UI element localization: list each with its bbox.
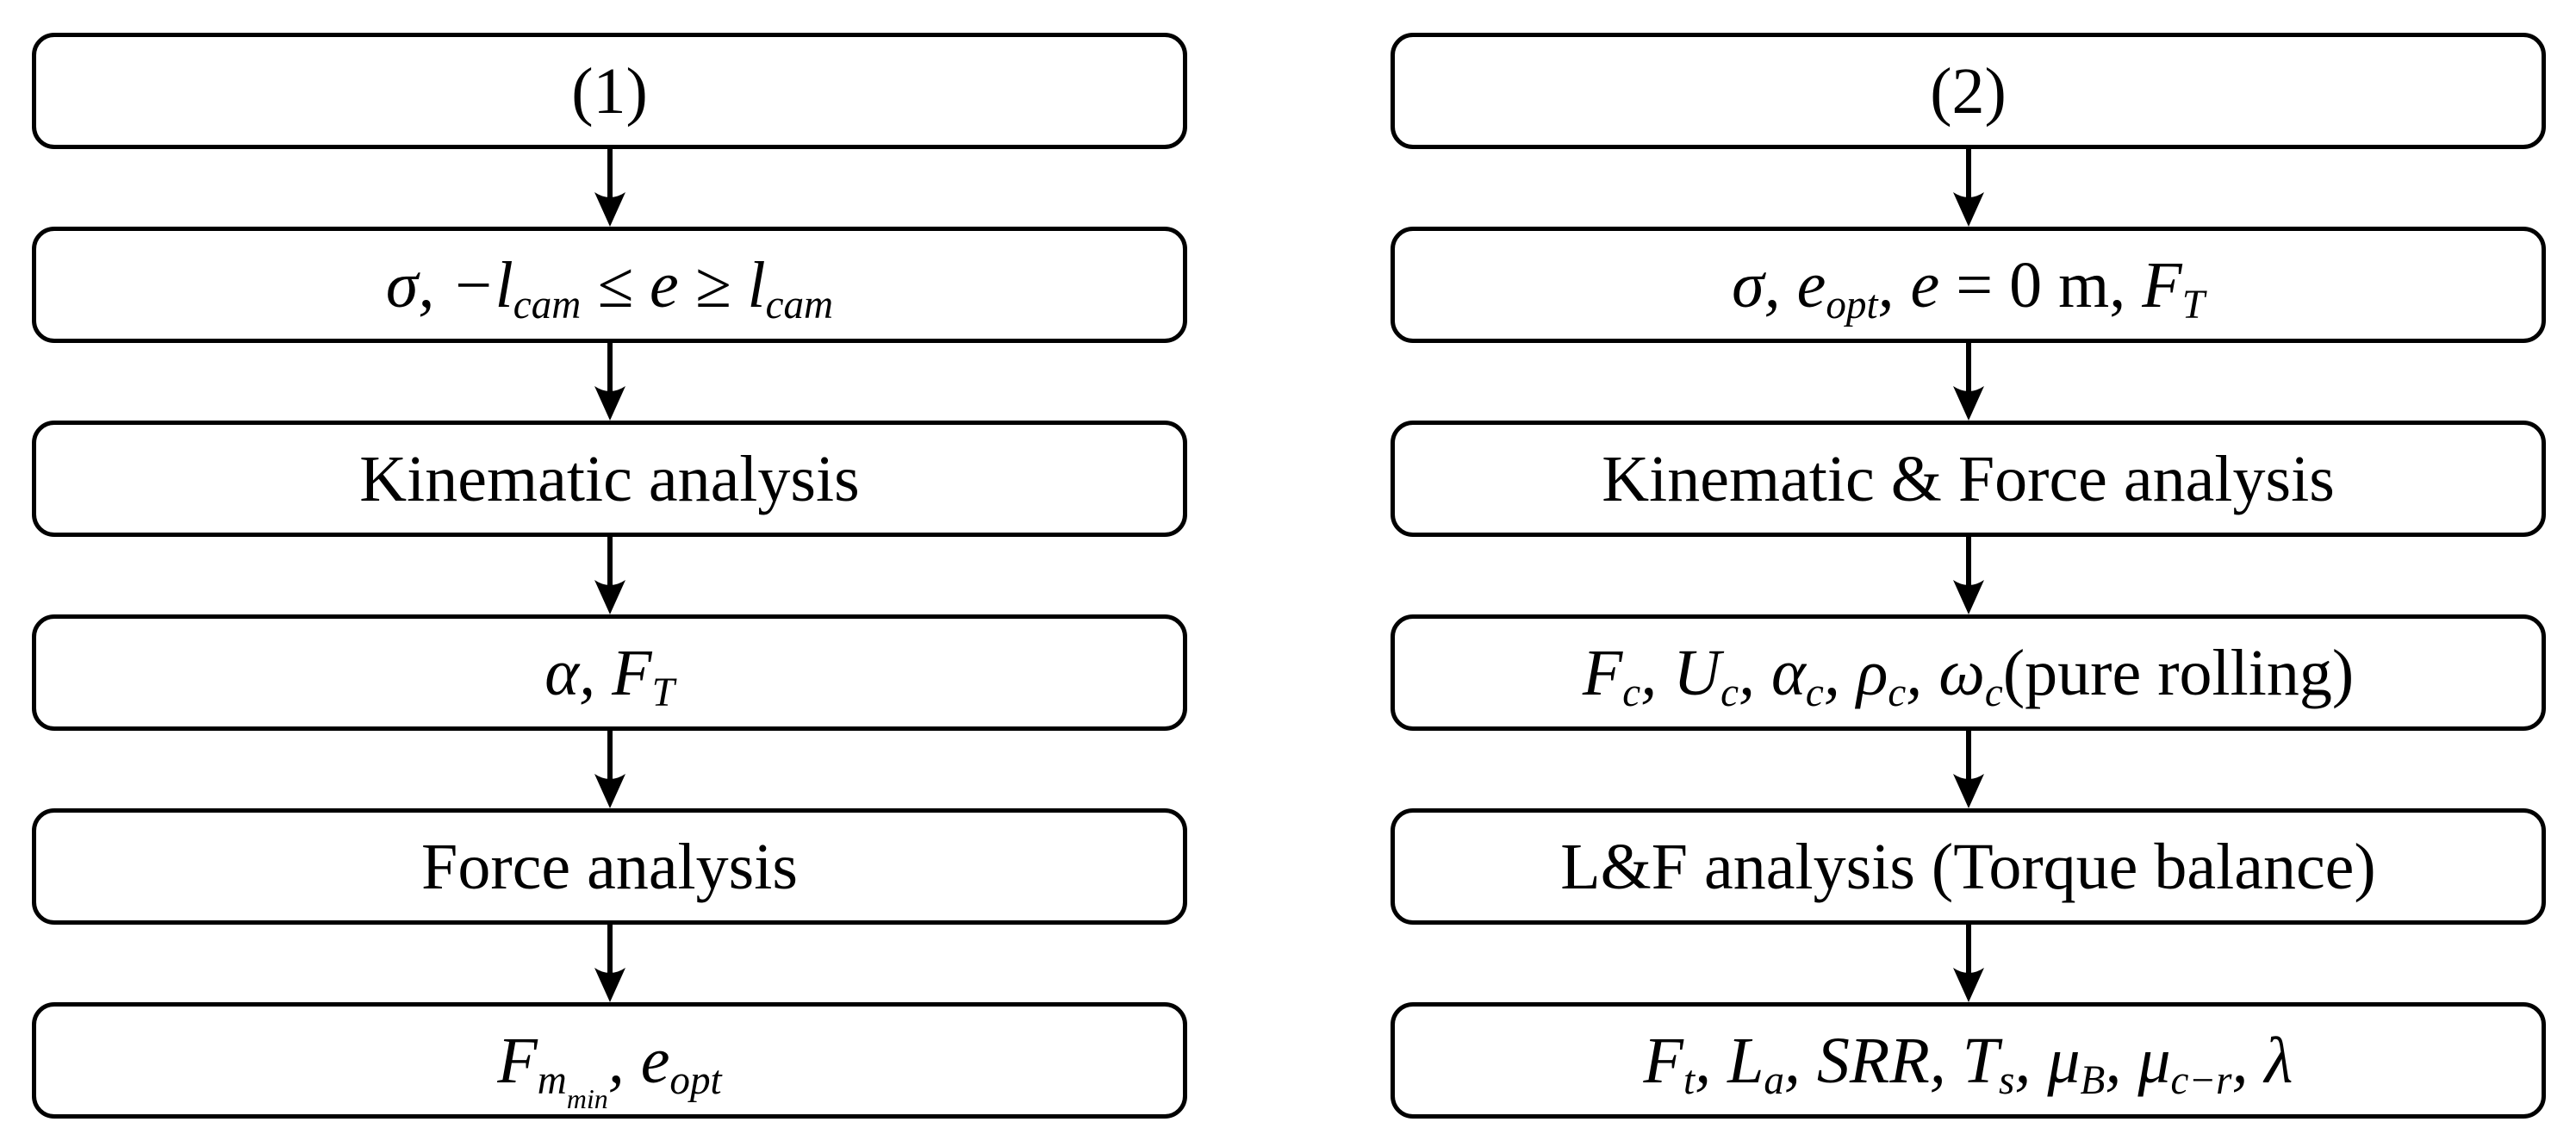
arrow-down-icon <box>1391 343 2546 421</box>
arrow-down-icon <box>1391 731 2546 808</box>
box-1-alpha-ft-result-label: α, FT <box>544 636 675 715</box>
box-1-force-analysis: Force analysis <box>32 808 1187 925</box>
arrow-down-icon <box>32 343 1187 421</box>
box-1-kinematic-analysis: Kinematic analysis <box>32 421 1187 537</box>
box-1-start-label: (1) <box>571 54 648 128</box>
box-1-force-analysis-label: Force analysis <box>421 830 798 903</box>
box-2-input-params: σ, eopt, e = 0 m, FT <box>1391 227 2546 343</box>
box-2-lf-analysis: L&F analysis (Torque balance) <box>1391 808 2546 925</box>
arrow-down-icon <box>32 731 1187 808</box>
flowchart-column-2: (2) σ, eopt, e = 0 m, FT Kinematic & For… <box>1391 33 2546 1119</box>
box-2-kinematic-force-analysis: Kinematic & Force analysis <box>1391 421 2546 537</box>
box-2-output-params: Ft, La, SRR, Ts, μB, μc−r, λ <box>1391 1002 2546 1119</box>
box-2-input-params-label: σ, eopt, e = 0 m, FT <box>1732 248 2205 327</box>
box-1-input-params-label: σ, −lcam ≤ e ≥ lcam <box>385 248 834 327</box>
box-1-output-params-label: Fmmin, eopt <box>497 1024 722 1114</box>
arrow-down-icon <box>1391 537 2546 614</box>
box-1-kinematic-analysis-label: Kinematic analysis <box>359 442 860 515</box>
box-2-start: (2) <box>1391 33 2546 149</box>
box-2-lf-analysis-label: L&F analysis (Torque balance) <box>1560 830 2376 903</box>
arrow-down-icon <box>1391 149 2546 227</box>
box-2-contact-params: Fc, Uc, αc, ρc, ωc(pure rolling) <box>1391 614 2546 731</box>
box-2-contact-params-label: Fc, Uc, αc, ρc, ωc(pure rolling) <box>1582 636 2355 715</box>
box-2-output-params-label: Ft, La, SRR, Ts, μB, μc−r, λ <box>1643 1024 2293 1103</box>
box-2-kinematic-force-analysis-label: Kinematic & Force analysis <box>1602 442 2335 515</box>
arrow-down-icon <box>32 925 1187 1002</box>
box-2-start-label: (2) <box>1930 54 2007 128</box>
arrow-down-icon <box>32 537 1187 614</box>
box-1-alpha-ft-result: α, FT <box>32 614 1187 731</box>
arrow-down-icon <box>32 149 1187 227</box>
box-1-output-params: Fmmin, eopt <box>32 1002 1187 1119</box>
box-1-start: (1) <box>32 33 1187 149</box>
flowchart-column-1: (1) σ, −lcam ≤ e ≥ lcam Kinematic analys… <box>32 33 1187 1119</box>
box-1-input-params: σ, −lcam ≤ e ≥ lcam <box>32 227 1187 343</box>
arrow-down-icon <box>1391 925 2546 1002</box>
